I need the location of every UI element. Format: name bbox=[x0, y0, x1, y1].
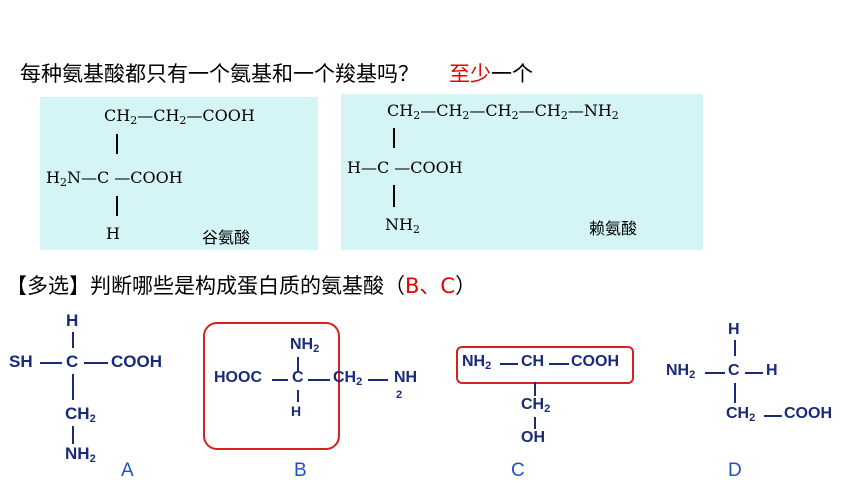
glutamic-row1: CH2—CH2—COOH bbox=[104, 106, 255, 127]
molecule-d-bond-right bbox=[745, 372, 763, 374]
molecule-b-c: C bbox=[292, 369, 304, 386]
glutamic-acid-box: CH2—CH2—COOH H2N—C —COOH H 谷氨酸 bbox=[40, 97, 318, 250]
molecule-b-highlight bbox=[203, 322, 340, 450]
molecule-d-label: D bbox=[728, 460, 742, 481]
molecule-b-bond-far-right bbox=[368, 379, 388, 381]
molecule-d-c: C bbox=[728, 362, 740, 379]
molecule-c-nh2: NH2 bbox=[462, 353, 492, 372]
molecule-d-bond-top bbox=[734, 340, 736, 356]
molecule-d-right-h: H bbox=[766, 362, 778, 379]
molecule-d-bond-left bbox=[705, 372, 725, 374]
molecule-c-bond-down2 bbox=[534, 417, 536, 429]
molecule-b-bond-left bbox=[272, 379, 288, 381]
molecule-b-nh2: NH2 bbox=[290, 336, 320, 355]
molecule-b-ch2: CH2 bbox=[333, 369, 363, 388]
molecule-c-bond-right bbox=[549, 363, 569, 365]
molecule-b-bottom-h: H bbox=[291, 403, 302, 419]
question-2-answer: B、C bbox=[405, 274, 456, 298]
molecule-a-top-h: H bbox=[66, 311, 79, 330]
molecule-b-bond-bottom bbox=[297, 390, 299, 402]
lysine-name: 赖氨酸 bbox=[589, 219, 638, 238]
molecule-a-bond-bottom bbox=[72, 374, 74, 400]
molecule-a-bond-bottom2 bbox=[72, 426, 74, 444]
molecule-b-nh-right: NH bbox=[394, 369, 418, 386]
lysine-bond-top bbox=[393, 128, 395, 148]
glutamic-row3: H bbox=[106, 224, 120, 243]
molecule-d-bond-bottom bbox=[734, 383, 736, 403]
molecule-a-sh: SH bbox=[9, 352, 33, 371]
question-2-suffix: ） bbox=[455, 274, 477, 298]
molecule-c-oh: OH bbox=[521, 429, 545, 446]
molecule-b-bond-right bbox=[308, 379, 330, 381]
molecule-c-ch2: CH2 bbox=[521, 396, 551, 415]
molecule-a-bond-left bbox=[40, 362, 62, 364]
question-2: 【多选】判断哪些是构成蛋白质的氨基酸（B、C） bbox=[6, 270, 476, 300]
molecule-c-ch: CH bbox=[521, 353, 545, 370]
molecule-d-cooh: COOH bbox=[784, 405, 832, 422]
molecule-a-nh2: NH2 bbox=[65, 444, 96, 465]
molecule-c-cooh: COOH bbox=[571, 353, 619, 370]
glutamic-name: 谷氨酸 bbox=[202, 228, 251, 247]
lysine-row3: NH2 bbox=[385, 215, 420, 236]
lysine-box: CH2—CH2—CH2—CH2—NH2 H—C —COOH NH2 赖氨酸 bbox=[341, 94, 703, 250]
lysine-bond-bottom bbox=[393, 185, 395, 207]
molecule-d-ch2: CH2 bbox=[726, 405, 756, 424]
glutamic-row2: H2N—C —COOH bbox=[46, 168, 183, 189]
molecule-a-ch2: CH2 bbox=[65, 404, 96, 425]
molecule-d-nh2: NH2 bbox=[666, 362, 696, 381]
molecule-b-nh-right-sub: 2 bbox=[396, 389, 403, 401]
molecule-c-bond-down bbox=[534, 382, 536, 396]
lysine-row2: H—C —COOH bbox=[347, 158, 463, 177]
molecule-b-hooc: HOOC bbox=[214, 369, 262, 386]
question-1-answer-rest: 一个 bbox=[491, 62, 533, 86]
glutamic-bond-bottom bbox=[116, 196, 118, 216]
molecule-c-label: C bbox=[511, 460, 525, 481]
molecule-a-bond-right bbox=[84, 362, 108, 364]
molecule-a-c: C bbox=[66, 352, 79, 371]
molecule-c-highlight bbox=[456, 346, 634, 384]
molecule-d-top-h: H bbox=[728, 321, 740, 338]
glutamic-bond-top bbox=[116, 134, 118, 154]
molecule-a-cooh: COOH bbox=[111, 352, 162, 371]
molecule-c-bond-left bbox=[500, 363, 518, 365]
molecule-b-bond-top bbox=[297, 357, 299, 371]
molecule-b-label: B bbox=[294, 460, 307, 481]
molecule-a-bond-top bbox=[72, 332, 74, 348]
molecule-a-label: A bbox=[121, 460, 134, 481]
lysine-row1: CH2—CH2—CH2—CH2—NH2 bbox=[387, 101, 619, 122]
question-1-answer: 至少 bbox=[449, 62, 491, 86]
molecule-d-bond-cooh bbox=[764, 415, 782, 417]
question-1-text: 每种氨基酸都只有一个氨基和一个羧基吗？ bbox=[20, 62, 419, 86]
question-2-prefix: 【多选】判断哪些是构成蛋白质的氨基酸（ bbox=[6, 274, 405, 298]
question-1: 每种氨基酸都只有一个氨基和一个羧基吗？ 至少一个 bbox=[20, 58, 533, 88]
